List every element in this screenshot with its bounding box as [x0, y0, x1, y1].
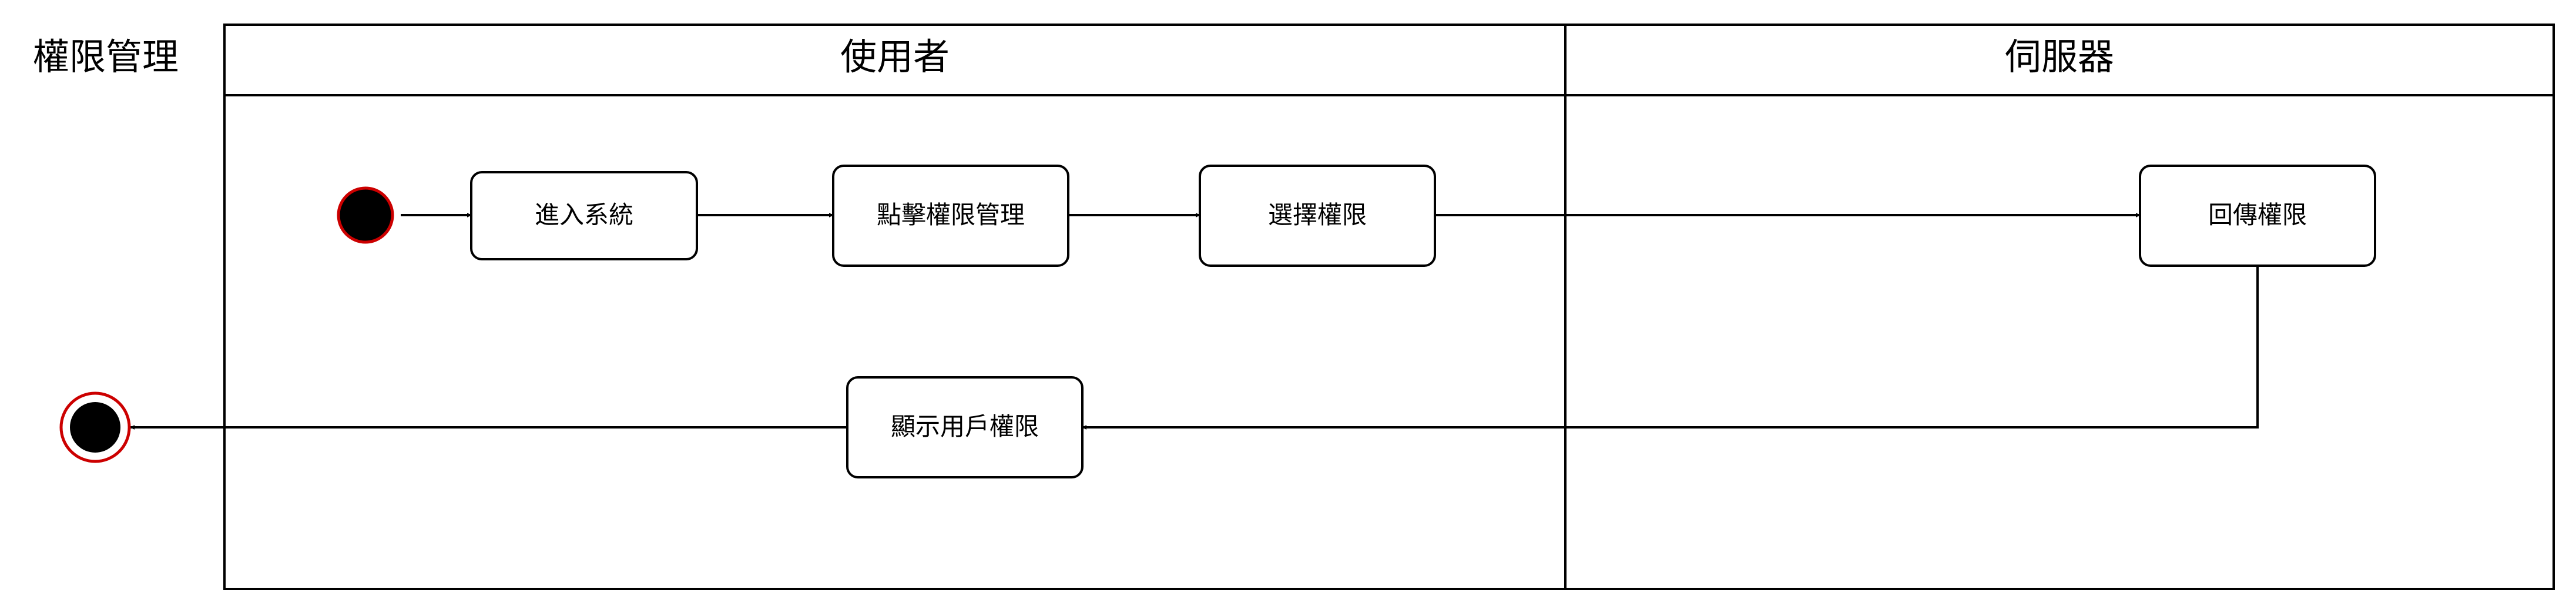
start-node	[337, 186, 394, 244]
action-enter-system: 進入系統	[470, 171, 698, 260]
action-select-permission: 選擇權限	[1199, 165, 1436, 267]
swimlane-pool	[223, 24, 2555, 590]
pool-border	[223, 24, 2555, 590]
lane-header-user: 使用者	[840, 35, 950, 78]
flow-return-to-show	[1082, 266, 2259, 430]
action-enter-system-label: 進入系統	[535, 200, 633, 229]
action-return-permission-label: 回傳權限	[2208, 200, 2307, 229]
action-show-permission: 顯示用戶權限	[846, 376, 1084, 478]
action-click-permission-label: 點擊權限管理	[877, 200, 1025, 229]
action-select-permission-label: 選擇權限	[1268, 200, 1367, 229]
action-show-permission-label: 顯示用戶權限	[891, 412, 1039, 441]
action-click-permission: 點擊權限管理	[832, 165, 1069, 267]
diagram-title: 權限管理	[33, 35, 179, 78]
lane-header-server: 伺服器	[2005, 35, 2114, 78]
end-node	[59, 391, 131, 463]
action-return-permission: 回傳權限	[2139, 165, 2376, 267]
